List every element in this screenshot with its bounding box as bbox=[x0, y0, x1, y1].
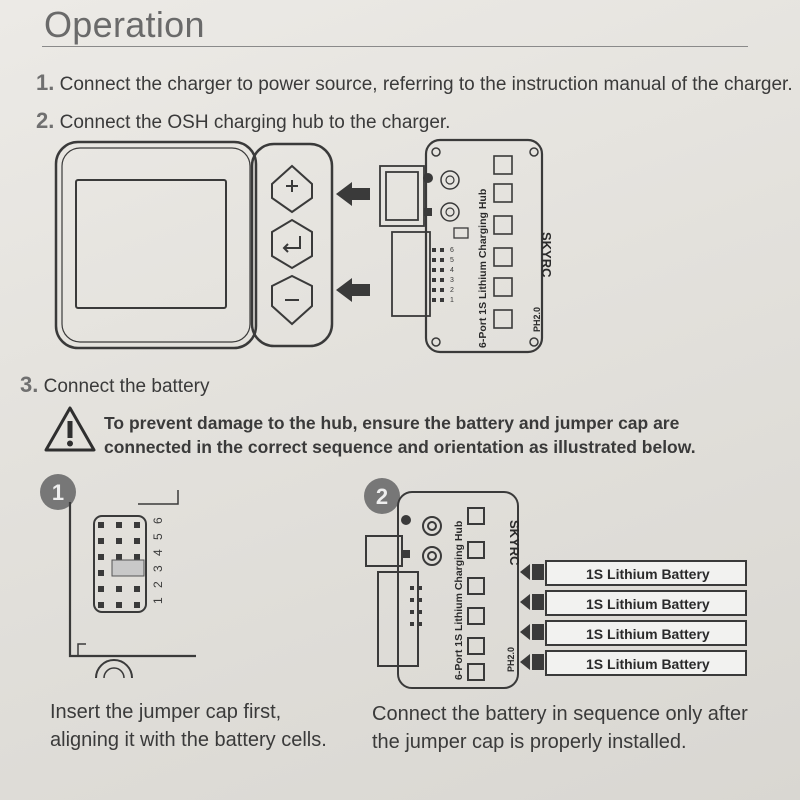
figure-2-caption-line-1: Connect the battery in sequence only aft… bbox=[372, 703, 748, 725]
svg-text:5: 5 bbox=[450, 257, 454, 264]
figure-1-caption-line-1: Insert the jumper cap first, bbox=[50, 701, 282, 723]
svg-text:3: 3 bbox=[151, 565, 165, 572]
jumper-shunt bbox=[111, 559, 145, 577]
hub-2-brand: SKYRC bbox=[507, 520, 522, 566]
heading-divider bbox=[42, 46, 748, 47]
hub-2-connector-type: PH2.0 bbox=[506, 647, 516, 672]
warning-text: To prevent damage to the hub, ensure the… bbox=[104, 411, 696, 459]
warning-icon bbox=[44, 406, 96, 452]
step-3-number: 3. bbox=[20, 372, 39, 397]
figure-1-badge bbox=[40, 474, 76, 510]
step-2-text: Connect the OSH charging hub to the char… bbox=[59, 112, 451, 133]
jumper-cap bbox=[93, 515, 147, 613]
svg-text:4: 4 bbox=[450, 267, 454, 274]
figure-1-caption-line-2: aligning it with the battery cells. bbox=[50, 729, 327, 751]
svg-text:2: 2 bbox=[151, 581, 165, 588]
step-3: 3. Connect the battery bbox=[20, 372, 209, 398]
charger-hub-diagram: 6 5 4 3 2 1 6-Port 1S Lithium Charging Hub P… bbox=[54, 138, 554, 354]
hub-2-title: 6-Port 1S Lithium Charging Hub bbox=[453, 521, 465, 680]
svg-text:6: 6 bbox=[151, 517, 165, 524]
step-3-text: Connect the battery bbox=[43, 376, 210, 397]
hub-title: 6-Port 1S Lithium Charging Hub bbox=[477, 189, 489, 348]
hub-connector-type: PH2.0 bbox=[532, 307, 542, 332]
figure-2-caption: Connect the battery in sequence only aft… bbox=[372, 700, 748, 756]
figure-2-badge bbox=[364, 478, 400, 514]
battery-list: 1S Lithium Battery 1S Lithium Battery 1S… bbox=[520, 560, 747, 676]
enter-icon bbox=[271, 218, 313, 270]
step-2: 2. Connect the OSH charging hub to the c… bbox=[36, 108, 450, 134]
svg-text:6: 6 bbox=[450, 247, 454, 254]
page-title: Operation bbox=[44, 4, 205, 45]
battery-2-label: 1S Lithium Battery bbox=[586, 596, 710, 612]
charger-screen bbox=[75, 179, 227, 309]
figure-1-badge-number: 1 bbox=[52, 480, 64, 505]
battery-1-label: 1S Lithium Battery bbox=[586, 566, 710, 582]
figure-1-caption: Insert the jumper cap first, aligning it… bbox=[50, 698, 327, 754]
svg-text:4: 4 bbox=[151, 549, 165, 556]
battery-4-label: 1S Lithium Battery bbox=[586, 656, 710, 672]
hub-board-2 bbox=[365, 491, 519, 689]
warning-line-2: connected in the correct sequence and or… bbox=[104, 437, 696, 457]
figure-2-caption-line-2: the jumper cap is properly installed. bbox=[372, 731, 687, 753]
battery-3-label: 1S Lithium Battery bbox=[586, 626, 710, 642]
figure-2-badge-number: 2 bbox=[376, 484, 388, 509]
step-1-number: 1. bbox=[36, 70, 55, 95]
svg-text:3: 3 bbox=[450, 277, 454, 284]
step-1: 1. Connect the charger to power source, … bbox=[36, 70, 793, 96]
step-1-text: Connect the charger to power source, ref… bbox=[59, 74, 793, 95]
battery-4: 1S Lithium Battery bbox=[520, 650, 747, 676]
figure-2-battery-connection: 2 6-Port 1S Lithium Charging Hub PH2.0 S… bbox=[364, 478, 747, 689]
figure-1-jumper-cap: 1 1 2 3 4 5 6 bbox=[40, 474, 196, 679]
cell-numbers: 1 2 3 4 5 6 bbox=[151, 517, 165, 604]
step-2-number: 2. bbox=[36, 108, 55, 133]
hub-board: 6 5 4 3 2 1 6-Port 1S Lithium Charging Hub P… bbox=[423, 138, 554, 354]
svg-text:1: 1 bbox=[450, 297, 454, 304]
svg-text:2: 2 bbox=[450, 287, 454, 294]
plus-icon bbox=[271, 164, 313, 214]
svg-text:1: 1 bbox=[151, 597, 165, 604]
battery-2: 1S Lithium Battery bbox=[520, 590, 747, 616]
charger-body bbox=[54, 140, 258, 350]
battery-3: 1S Lithium Battery bbox=[520, 620, 747, 646]
charger-button-panel bbox=[250, 142, 334, 348]
battery-1: 1S Lithium Battery bbox=[520, 560, 747, 586]
warning-line-1: To prevent damage to the hub, ensure the… bbox=[104, 413, 680, 433]
connect-arrows bbox=[336, 182, 370, 302]
svg-text:5: 5 bbox=[151, 533, 165, 540]
minus-icon bbox=[271, 274, 313, 326]
hub-plug bbox=[379, 165, 425, 227]
hub-brand: SKYRC bbox=[539, 232, 554, 278]
